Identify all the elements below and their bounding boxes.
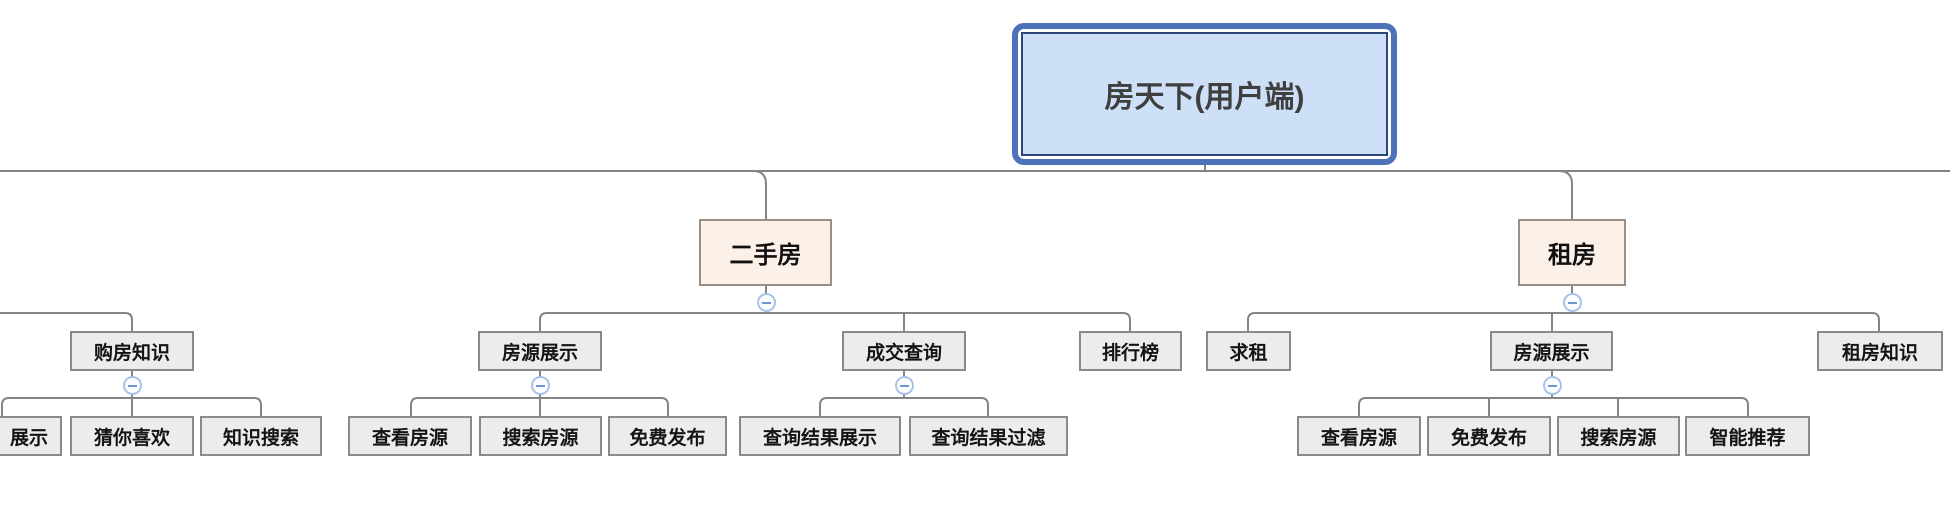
collapse-icon-deal-inquiry[interactable] — [895, 376, 914, 395]
leaf-view-listings-sale[interactable]: 查看房源 — [348, 416, 472, 456]
leaf-search-listings-rent[interactable]: 搜索房源 — [1557, 416, 1680, 456]
branch-node-rental[interactable]: 租房 — [1518, 219, 1626, 286]
collapse-icon-listing-display-sale[interactable] — [531, 376, 550, 395]
node-rent-seeking[interactable]: 求租 — [1206, 331, 1291, 371]
leaf-free-publish-rent[interactable]: 免费发布 — [1427, 416, 1551, 456]
minus-glyph — [762, 301, 771, 304]
minus-glyph — [128, 384, 137, 387]
node-deal-inquiry[interactable]: 成交查询 — [842, 331, 966, 371]
leaf-knowledge-search[interactable]: 知识搜索 — [200, 416, 322, 456]
leaf-search-listings-sale[interactable]: 搜索房源 — [479, 416, 602, 456]
minus-glyph — [536, 384, 545, 387]
minus-glyph — [1548, 384, 1557, 387]
leaf-query-result-filter[interactable]: 查询结果过滤 — [909, 416, 1068, 456]
root-node-label: 房天下(用户端) — [1021, 32, 1388, 156]
root-node-fangtianxia[interactable]: 房天下(用户端) — [1012, 23, 1397, 165]
leaf-guess-you-like[interactable]: 猜你喜欢 — [70, 416, 194, 456]
leaf-display-clipped[interactable]: 展示 — [0, 416, 62, 456]
minus-glyph — [1568, 301, 1577, 304]
collapse-icon-rental[interactable] — [1563, 293, 1582, 312]
leaf-smart-recommend[interactable]: 智能推荐 — [1685, 416, 1810, 456]
node-ranking[interactable]: 排行榜 — [1079, 331, 1182, 371]
node-rental-knowledge[interactable]: 租房知识 — [1817, 331, 1943, 371]
collapse-icon-secondhand[interactable] — [757, 293, 776, 312]
collapse-icon-listing-display-rent[interactable] — [1543, 376, 1562, 395]
node-listing-display-rent[interactable]: 房源展示 — [1490, 331, 1613, 371]
branch-node-secondhand-house[interactable]: 二手房 — [699, 219, 832, 286]
leaf-view-listings-rent[interactable]: 查看房源 — [1297, 416, 1421, 456]
leaf-free-publish-sale[interactable]: 免费发布 — [608, 416, 727, 456]
collapse-icon-purchase-knowledge[interactable] — [123, 376, 142, 395]
node-listing-display-sale[interactable]: 房源展示 — [478, 331, 602, 371]
minus-glyph — [900, 384, 909, 387]
leaf-query-result-display[interactable]: 查询结果展示 — [739, 416, 901, 456]
node-purchase-knowledge[interactable]: 购房知识 — [70, 331, 194, 371]
